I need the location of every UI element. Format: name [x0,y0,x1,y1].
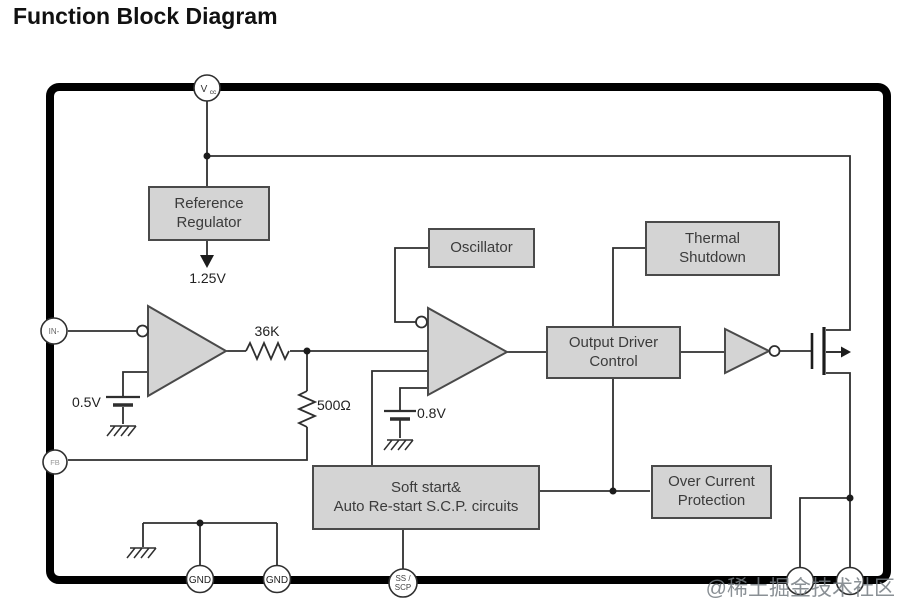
mosfet-body-arrow [841,346,851,358]
wire-amp2-08v-input [399,387,428,410]
battery-0v5 [106,395,140,407]
wire-softstart-to-amp2 [371,370,428,465]
inverting-input-bubble [136,324,149,338]
pin-fb [42,449,68,475]
wire-source-down [826,372,851,567]
junction-dot [203,152,211,160]
pin-ss-scp [388,568,418,598]
pin-out-2 [835,566,865,596]
wire-source-branch [799,497,850,567]
pin-in-minus-label: IN- [49,327,60,336]
pins [40,74,865,598]
pin-fb-label: FB [50,458,60,467]
driver-inverter-triangle [724,327,772,375]
watermark-text: @稀土掘金技术社区 [705,577,895,600]
wire-osc-to-amp2 [394,247,428,323]
output-mosfet [810,327,851,375]
pin-ss-scp-label-1: SS / [395,574,411,583]
battery-0v8 [384,409,416,421]
arrow-down-125v [200,255,214,268]
junction-dot [196,519,204,527]
page-title: Function Block Diagram [13,3,278,29]
pin-vcc [193,74,221,102]
pin-vcc-sub-label: cc [210,89,217,96]
ground-symbol [126,547,157,559]
pin-ss-scp-label-2: SCP [395,583,411,592]
pin-out-1 [785,566,815,596]
ground-symbol [383,439,414,451]
junction-dots [196,152,854,527]
wire-vcc-rail-to-drain [207,155,851,331]
wire-amp1-ref-input [122,371,148,396]
resistor-500ohm [296,390,318,428]
pin-labels: V cc IN- FB GND GND SS / SCP [49,84,412,592]
pin-vcc-label: V [201,84,208,95]
osc-input-bubble [415,315,428,329]
junction-dot [609,487,617,495]
wire-odc-to-thermal [612,247,645,326]
pin-gnd2-label: GND [266,575,288,586]
pin-in-minus [40,317,68,345]
resistor-36k [245,340,290,362]
pin-gnd-2 [262,564,292,594]
pin-gnd1-label: GND [189,575,211,586]
error-amp-triangle [147,304,229,398]
pin-gnd-1 [185,564,215,594]
pwm-comparator-triangle [427,306,510,397]
wire-500-to-fb [68,427,308,461]
inverter-output-bubble [768,345,781,357]
junction-dot [303,347,311,355]
ground-symbol [106,425,137,437]
junction-dot [846,494,854,502]
wires [68,101,851,569]
